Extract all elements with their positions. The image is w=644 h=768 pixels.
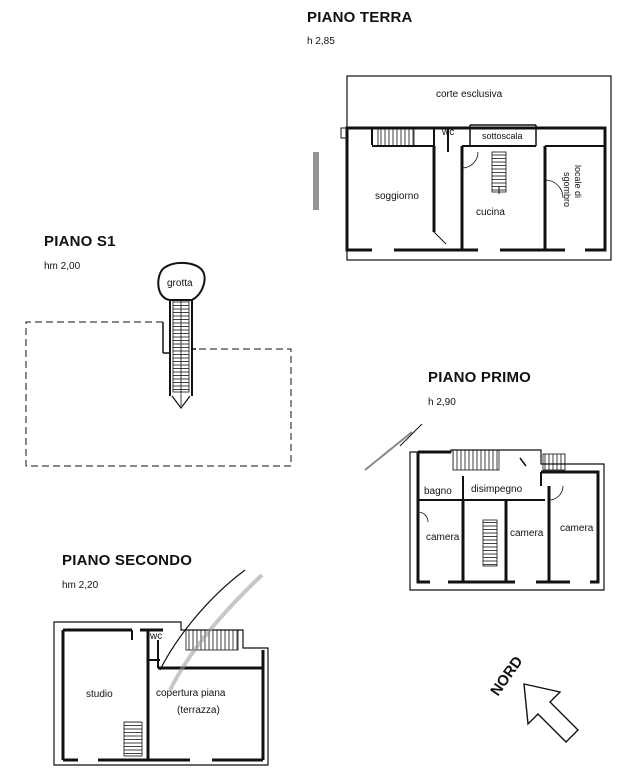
terra-building-wall	[345, 126, 607, 252]
piano-secondo-title: PIANO SECONDO	[62, 552, 193, 569]
plan-piano-secondo	[53, 621, 269, 766]
piano-s1-title: PIANO S1	[44, 233, 116, 250]
plan-piano-primo	[409, 449, 605, 591]
pencil-stroke	[159, 569, 246, 671]
room-bagno: bagno	[424, 486, 452, 497]
piano-terra-height: h 2,85	[307, 36, 335, 47]
scan-smudge	[313, 152, 319, 210]
room-soggiorno: soggiorno	[375, 191, 419, 202]
room-copertura: copertura piana	[156, 688, 226, 699]
room-corte: corte esclusiva	[436, 89, 503, 100]
piano-terra-title: PIANO TERRA	[307, 9, 413, 26]
plan-piano-s1	[25, 262, 292, 467]
room-wc-secondo: wc	[150, 631, 163, 642]
pencil-stroke	[364, 431, 413, 471]
room-sottoscala: sottoscala	[482, 131, 523, 141]
corte-outline	[346, 75, 612, 261]
room-cucina: cucina	[476, 207, 505, 218]
plan-piano-terra	[340, 75, 612, 261]
room-locale-line2: sgombro	[562, 172, 572, 208]
piano-s1-height: hm 2,00	[44, 261, 81, 272]
s1-outline	[25, 321, 292, 467]
room-grotta: grotta	[167, 278, 193, 289]
north-arrow	[523, 683, 579, 743]
pencil-stroke	[399, 423, 423, 447]
room-camera-1: camera	[426, 532, 460, 543]
piano-primo-height: h 2,90	[428, 397, 456, 408]
room-disimpegno: disimpegno	[471, 484, 523, 495]
piano-secondo-height: hm 2,20	[62, 580, 99, 591]
room-wc-terra: wc	[442, 127, 455, 138]
piano-primo-title: PIANO PRIMO	[428, 369, 532, 386]
room-camera-3: camera	[560, 523, 594, 534]
grotta-outline	[157, 262, 206, 301]
secondo-outline	[53, 621, 269, 766]
pencil-stroke	[168, 573, 264, 691]
room-studio: studio	[86, 689, 113, 700]
room-terrazza: (terrazza)	[177, 705, 220, 716]
room-camera-2: camera	[510, 528, 544, 539]
room-locale-line1: locale di	[573, 165, 583, 199]
